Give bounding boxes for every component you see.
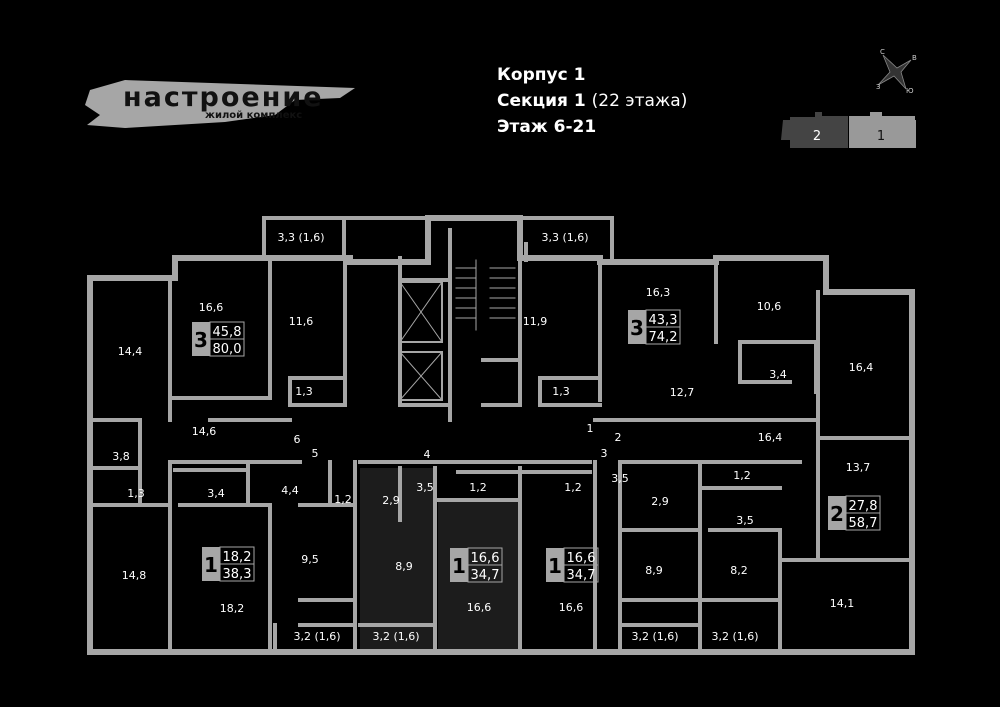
room-area: 18,2 <box>220 602 245 615</box>
room-area: 1,2 <box>469 481 487 494</box>
room-area: 1,2 <box>334 493 352 506</box>
room-area: 10,6 <box>757 300 782 313</box>
compass-icon: С В З Ю <box>876 48 917 95</box>
svg-text:34,7: 34,7 <box>471 568 500 583</box>
room-area: 11,9 <box>523 315 548 328</box>
highlighted-apartment <box>360 468 520 654</box>
svg-text:3: 3 <box>194 328 208 352</box>
room-area: 3,8 <box>112 450 130 463</box>
room-area: 4,4 <box>281 484 299 497</box>
section-2-button[interactable]: 2 <box>781 112 848 148</box>
room-area: 14,4 <box>118 345 143 358</box>
balcony-area: 3,2 (1,6) <box>711 630 758 643</box>
building-label: Корпус 1 <box>497 65 586 85</box>
room-area: 2 <box>615 431 622 444</box>
svg-text:27,8: 27,8 <box>849 499 878 514</box>
room-area: 3,5 <box>736 514 754 527</box>
room-area: 16,4 <box>758 431 783 444</box>
room-area: 16,6 <box>559 601 584 614</box>
apartment-badge-4[interactable]: 1 16,6 34,7 <box>450 547 503 583</box>
svg-text:38,3: 38,3 <box>223 567 252 582</box>
svg-text:74,2: 74,2 <box>649 330 678 345</box>
svg-text:В: В <box>912 54 917 62</box>
floors-total: (22 этажа) <box>591 91 688 111</box>
apartment-badge-6[interactable]: 2 27,8 58,7 <box>828 495 881 531</box>
svg-text:1: 1 <box>452 554 466 578</box>
balcony-area: 3,2 (1,6) <box>372 630 419 643</box>
apartment-badge-1[interactable]: 3 45,8 80,0 <box>192 321 245 357</box>
svg-text:2: 2 <box>830 502 844 526</box>
room-area: 3,5 <box>416 481 434 494</box>
svg-text:45,8: 45,8 <box>213 325 242 340</box>
room-area: 9,5 <box>301 553 319 566</box>
svg-text:58,7: 58,7 <box>849 516 878 531</box>
room-area: 1,3 <box>552 385 570 398</box>
svg-text:З: З <box>876 83 881 91</box>
room-area: 1,3 <box>295 385 313 398</box>
walls <box>87 215 915 655</box>
room-area: 12,7 <box>670 386 695 399</box>
room-area: 5 <box>312 447 319 460</box>
room-area: 1 <box>587 422 594 435</box>
room-area: 14,8 <box>122 569 147 582</box>
balcony-area: 3,3 (1,6) <box>541 231 588 244</box>
svg-text:18,2: 18,2 <box>223 550 252 565</box>
svg-text:3: 3 <box>630 316 644 340</box>
floor-label: Этаж 6-21 <box>497 117 597 137</box>
room-area: 3,4 <box>207 487 225 500</box>
room-area: 1,3 <box>127 487 145 500</box>
svg-text:Ю: Ю <box>906 87 914 95</box>
svg-text:С: С <box>880 48 885 56</box>
room-area: 16,3 <box>646 286 671 299</box>
room-area: 11,6 <box>289 315 314 328</box>
apartment-badge-2[interactable]: 3 43,3 74,2 <box>628 309 681 345</box>
room-area: 3 <box>601 447 608 460</box>
room-area: 3,4 <box>769 368 787 381</box>
balcony-area: 3,2 (1,6) <box>293 630 340 643</box>
balcony-area: 3,3 (1,6) <box>277 231 324 244</box>
logo-brush <box>85 80 355 128</box>
room-area: 2,9 <box>651 495 669 508</box>
floor-info: Корпус 1 Секция 1 (22 этажа) Этаж 6-21 <box>497 62 687 140</box>
room-area: 8,9 <box>395 560 413 573</box>
room-area: 16,6 <box>467 601 492 614</box>
room-area: 8,2 <box>730 564 748 577</box>
apartment-badge-3[interactable]: 1 18,2 38,3 <box>202 546 255 582</box>
balcony-area: 3,2 (1,6) <box>631 630 678 643</box>
svg-text:1: 1 <box>204 553 218 577</box>
room-area: 14,6 <box>192 425 217 438</box>
room-area: 2,9 <box>382 494 400 507</box>
room-area: 6 <box>294 433 301 446</box>
svg-text:2: 2 <box>813 129 821 144</box>
svg-text:16,6: 16,6 <box>567 551 596 566</box>
svg-text:43,3: 43,3 <box>649 313 678 328</box>
room-area: 1,2 <box>564 481 582 494</box>
logo-name: настроение <box>123 82 324 113</box>
section-label: Секция 1 <box>497 91 586 111</box>
svg-text:16,6: 16,6 <box>471 551 500 566</box>
room-area: 1,2 <box>733 469 751 482</box>
section-1-button[interactable]: 1 <box>849 112 916 148</box>
svg-text:1: 1 <box>877 129 885 144</box>
room-area: 16,6 <box>199 301 224 314</box>
room-area: 14,1 <box>830 597 855 610</box>
logo-subtitle: жилой комплекс <box>205 110 303 121</box>
svg-text:1: 1 <box>548 554 562 578</box>
room-area: 13,7 <box>846 461 871 474</box>
room-labels: 14,4 16,6 11,6 14,6 3,8 1,3 1,3 6 5 4 3,… <box>112 231 873 643</box>
logo: настроение жилой комплекс <box>85 70 360 130</box>
apartment-badge-5[interactable]: 1 16,6 34,7 <box>546 547 599 583</box>
room-area: 4 <box>424 448 431 461</box>
room-area: 16,4 <box>849 361 874 374</box>
svg-text:80,0: 80,0 <box>213 342 242 357</box>
room-area: 3,5 <box>611 472 629 485</box>
svg-text:34,7: 34,7 <box>567 568 596 583</box>
room-area: 8,9 <box>645 564 663 577</box>
